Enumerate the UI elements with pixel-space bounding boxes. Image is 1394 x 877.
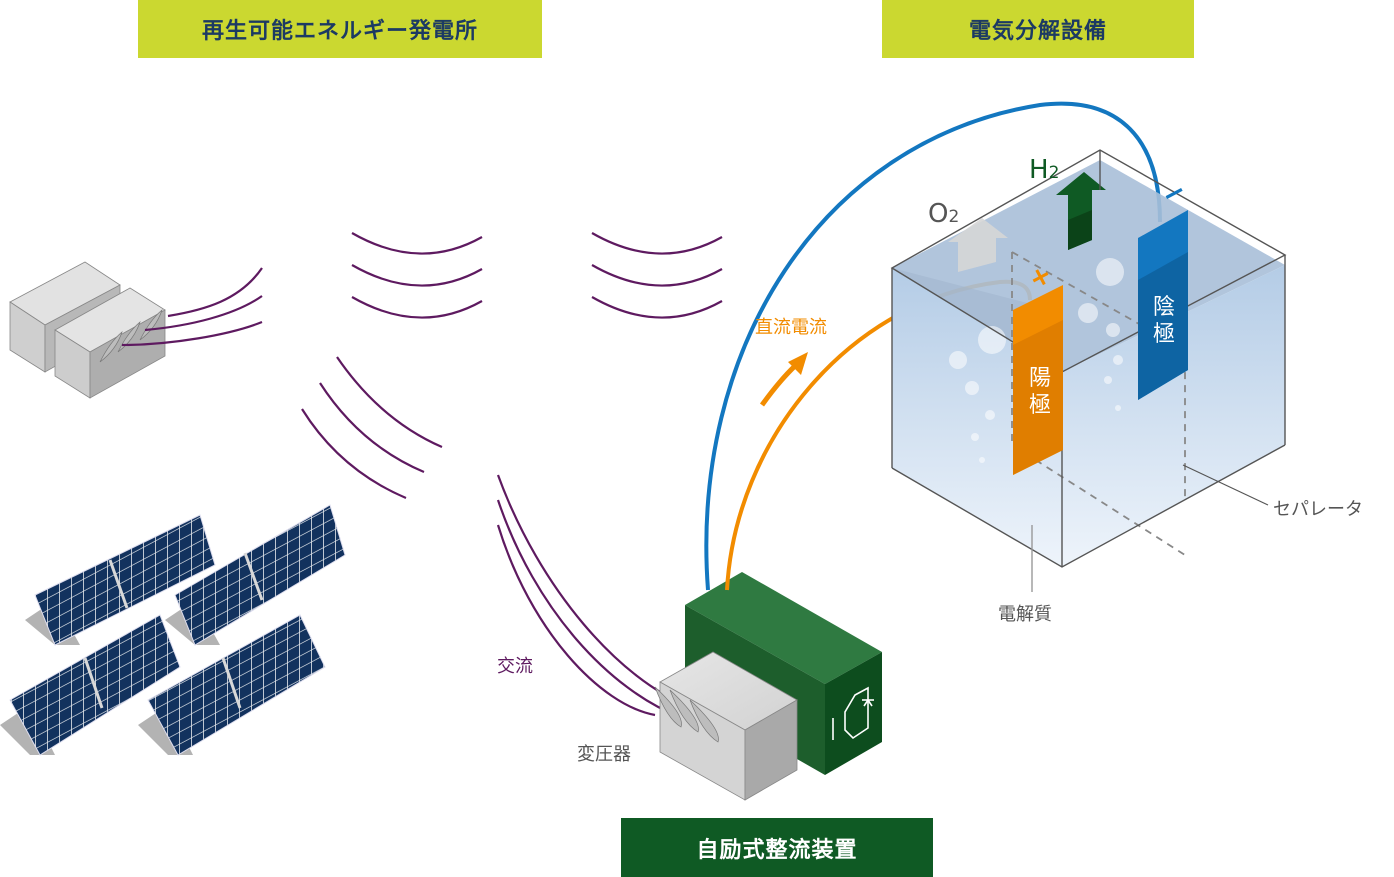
ac-label: 交流	[497, 656, 533, 677]
transformer-label: 変圧器	[577, 744, 631, 765]
cathode-label-2: 極	[1153, 322, 1175, 347]
ac-power-lines-1	[121, 267, 263, 347]
renewable-plant-title: 再生可能エネルギー発電所	[201, 19, 478, 44]
electrolysis-tank-icon	[890, 149, 1287, 592]
renewable-plant-banner: 再生可能エネルギー発電所	[138, 0, 542, 58]
thyristor-symbol-icon	[832, 686, 874, 740]
cathode-wire	[704, 101, 1162, 591]
ac-power-lines-3	[496, 474, 691, 719]
generator-box-icon	[9, 261, 166, 399]
transformer-icon	[654, 651, 798, 801]
anode-label-2: 極	[1029, 393, 1051, 418]
dc-current-label: 直流電流	[755, 317, 827, 338]
rectifier-title: 自励式整流装置	[696, 837, 858, 863]
h2-label: H2	[1029, 155, 1059, 185]
anode-label-1: 陽	[1029, 366, 1051, 391]
electrolyte-label: 電解質	[998, 604, 1052, 625]
ac-power-lines-2	[301, 232, 723, 500]
o2-label: O2	[928, 199, 959, 229]
electrolysis-facility-title: 電気分解設備	[968, 19, 1107, 44]
cathode-plate	[1138, 210, 1188, 400]
dc-direction-arrow-icon	[759, 352, 808, 407]
rectifier-banner: 自励式整流装置	[621, 818, 933, 877]
anode-plate	[1013, 285, 1063, 475]
cathode-label-1: 陰	[1153, 295, 1175, 320]
separator-label: セパレータ	[1273, 499, 1363, 520]
solar-panel-icon	[0, 504, 346, 756]
electrolysis-facility-banner: 電気分解設備	[882, 0, 1194, 58]
